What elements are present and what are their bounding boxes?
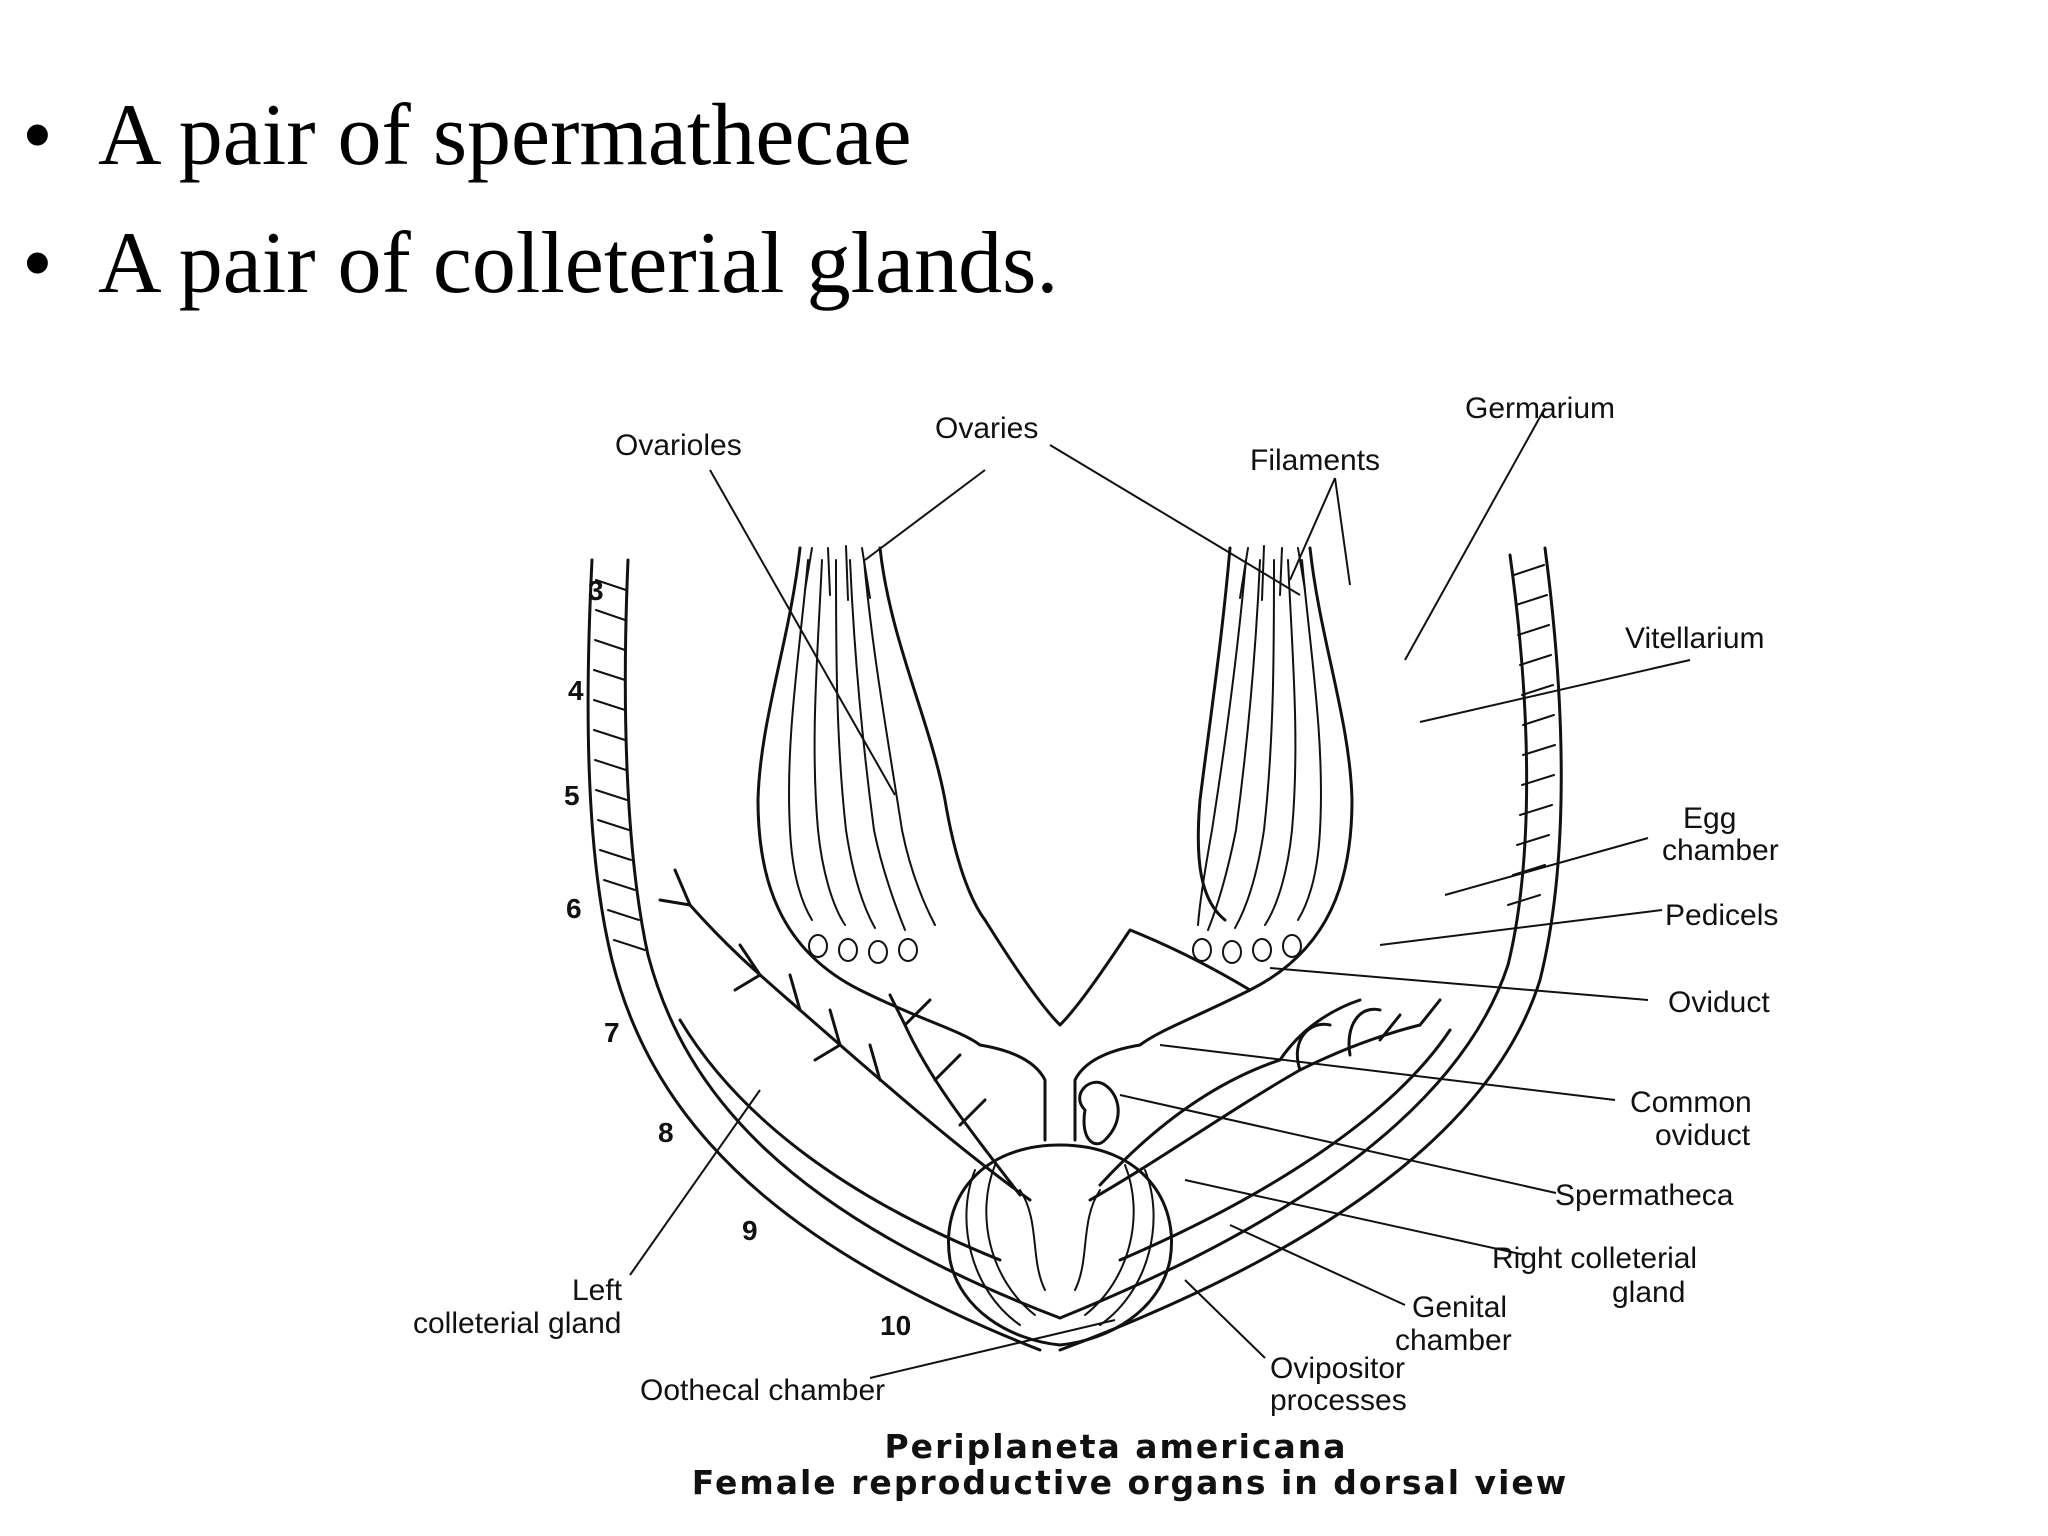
leader-lines bbox=[629, 407, 1691, 1379]
bullet-symbol: • bbox=[22, 87, 53, 184]
segment-number: 4 bbox=[568, 675, 584, 706]
left-ovary bbox=[756, 545, 987, 1047]
segment-number: 7 bbox=[604, 1017, 620, 1048]
bullet-text: A pair of spermathecae bbox=[98, 87, 912, 184]
segment-number: 6 bbox=[566, 893, 582, 924]
label-vitellarium: Vitellarium bbox=[1625, 622, 1765, 655]
oviducts bbox=[978, 918, 1252, 1142]
bullet-item: • A pair of spermathecae bbox=[22, 72, 1058, 200]
segment-number: 9 bbox=[742, 1215, 758, 1246]
label-left-gland-line1: Left bbox=[572, 1274, 623, 1307]
label-right-gland-line2: gland bbox=[1612, 1276, 1685, 1309]
label-pedicels: Pedicels bbox=[1665, 899, 1778, 932]
right-colleterial-gland bbox=[1088, 998, 1442, 1202]
bullet-text: A pair of colleterial glands. bbox=[98, 215, 1059, 312]
bullet-item: • A pair of colleterial glands. bbox=[22, 200, 1058, 328]
label-germarium: Germarium bbox=[1465, 392, 1615, 425]
segment-number: 10 bbox=[880, 1310, 911, 1341]
label-right-gland-line1: Right colleterial bbox=[1492, 1242, 1697, 1275]
label-ovaries: Ovaries bbox=[935, 412, 1038, 445]
left-colleterial-gland bbox=[658, 868, 1032, 1202]
abdomen-inner-curve-left bbox=[678, 1018, 1002, 1262]
bullet-symbol: • bbox=[22, 215, 53, 312]
genital-chamber bbox=[947, 1143, 1173, 1347]
label-ovarioles: Ovarioles bbox=[615, 429, 742, 462]
spermatheca bbox=[1078, 1080, 1120, 1146]
segment-number: 8 bbox=[658, 1117, 674, 1148]
label-ovipositor-line1: Ovipositor bbox=[1270, 1352, 1405, 1385]
label-common-oviduct-line1: Common bbox=[1630, 1086, 1752, 1119]
label-left-gland-line2: colleterial gland bbox=[413, 1307, 621, 1340]
label-filaments: Filaments bbox=[1250, 444, 1380, 477]
label-oviduct: Oviduct bbox=[1668, 986, 1770, 1019]
label-egg-chamber-line2: chamber bbox=[1662, 834, 1779, 867]
bullet-list: • A pair of spermathecae • A pair of colle… bbox=[22, 72, 1058, 328]
right-body-wall bbox=[1058, 546, 1563, 1352]
diagram-labels: Ovarioles Ovaries Germarium Filaments Vi… bbox=[413, 392, 1779, 1417]
caption-description: Female reproductive organs in dorsal vie… bbox=[692, 1463, 1569, 1502]
left-body-wall bbox=[586, 558, 1062, 1352]
segment-numbers: 3 4 5 6 7 8 9 10 bbox=[564, 575, 911, 1341]
abdomen-inner-curve-right bbox=[1118, 1028, 1452, 1262]
label-spermatheca: Spermatheca bbox=[1555, 1179, 1734, 1212]
segment-number: 3 bbox=[588, 575, 604, 606]
label-genital-chamber-line1: Genital bbox=[1412, 1291, 1507, 1324]
right-ovary bbox=[1138, 545, 1354, 1047]
caption-species: Periplaneta americana bbox=[885, 1427, 1348, 1466]
label-ovipositor-line2: processes bbox=[1270, 1384, 1407, 1417]
label-oothecal-chamber: Oothecal chamber bbox=[640, 1374, 885, 1407]
label-egg-chamber-line1: Egg bbox=[1683, 802, 1736, 835]
segment-number: 5 bbox=[564, 780, 580, 811]
label-genital-chamber-line2: chamber bbox=[1395, 1324, 1512, 1357]
label-common-oviduct-line2: oviduct bbox=[1655, 1119, 1751, 1152]
